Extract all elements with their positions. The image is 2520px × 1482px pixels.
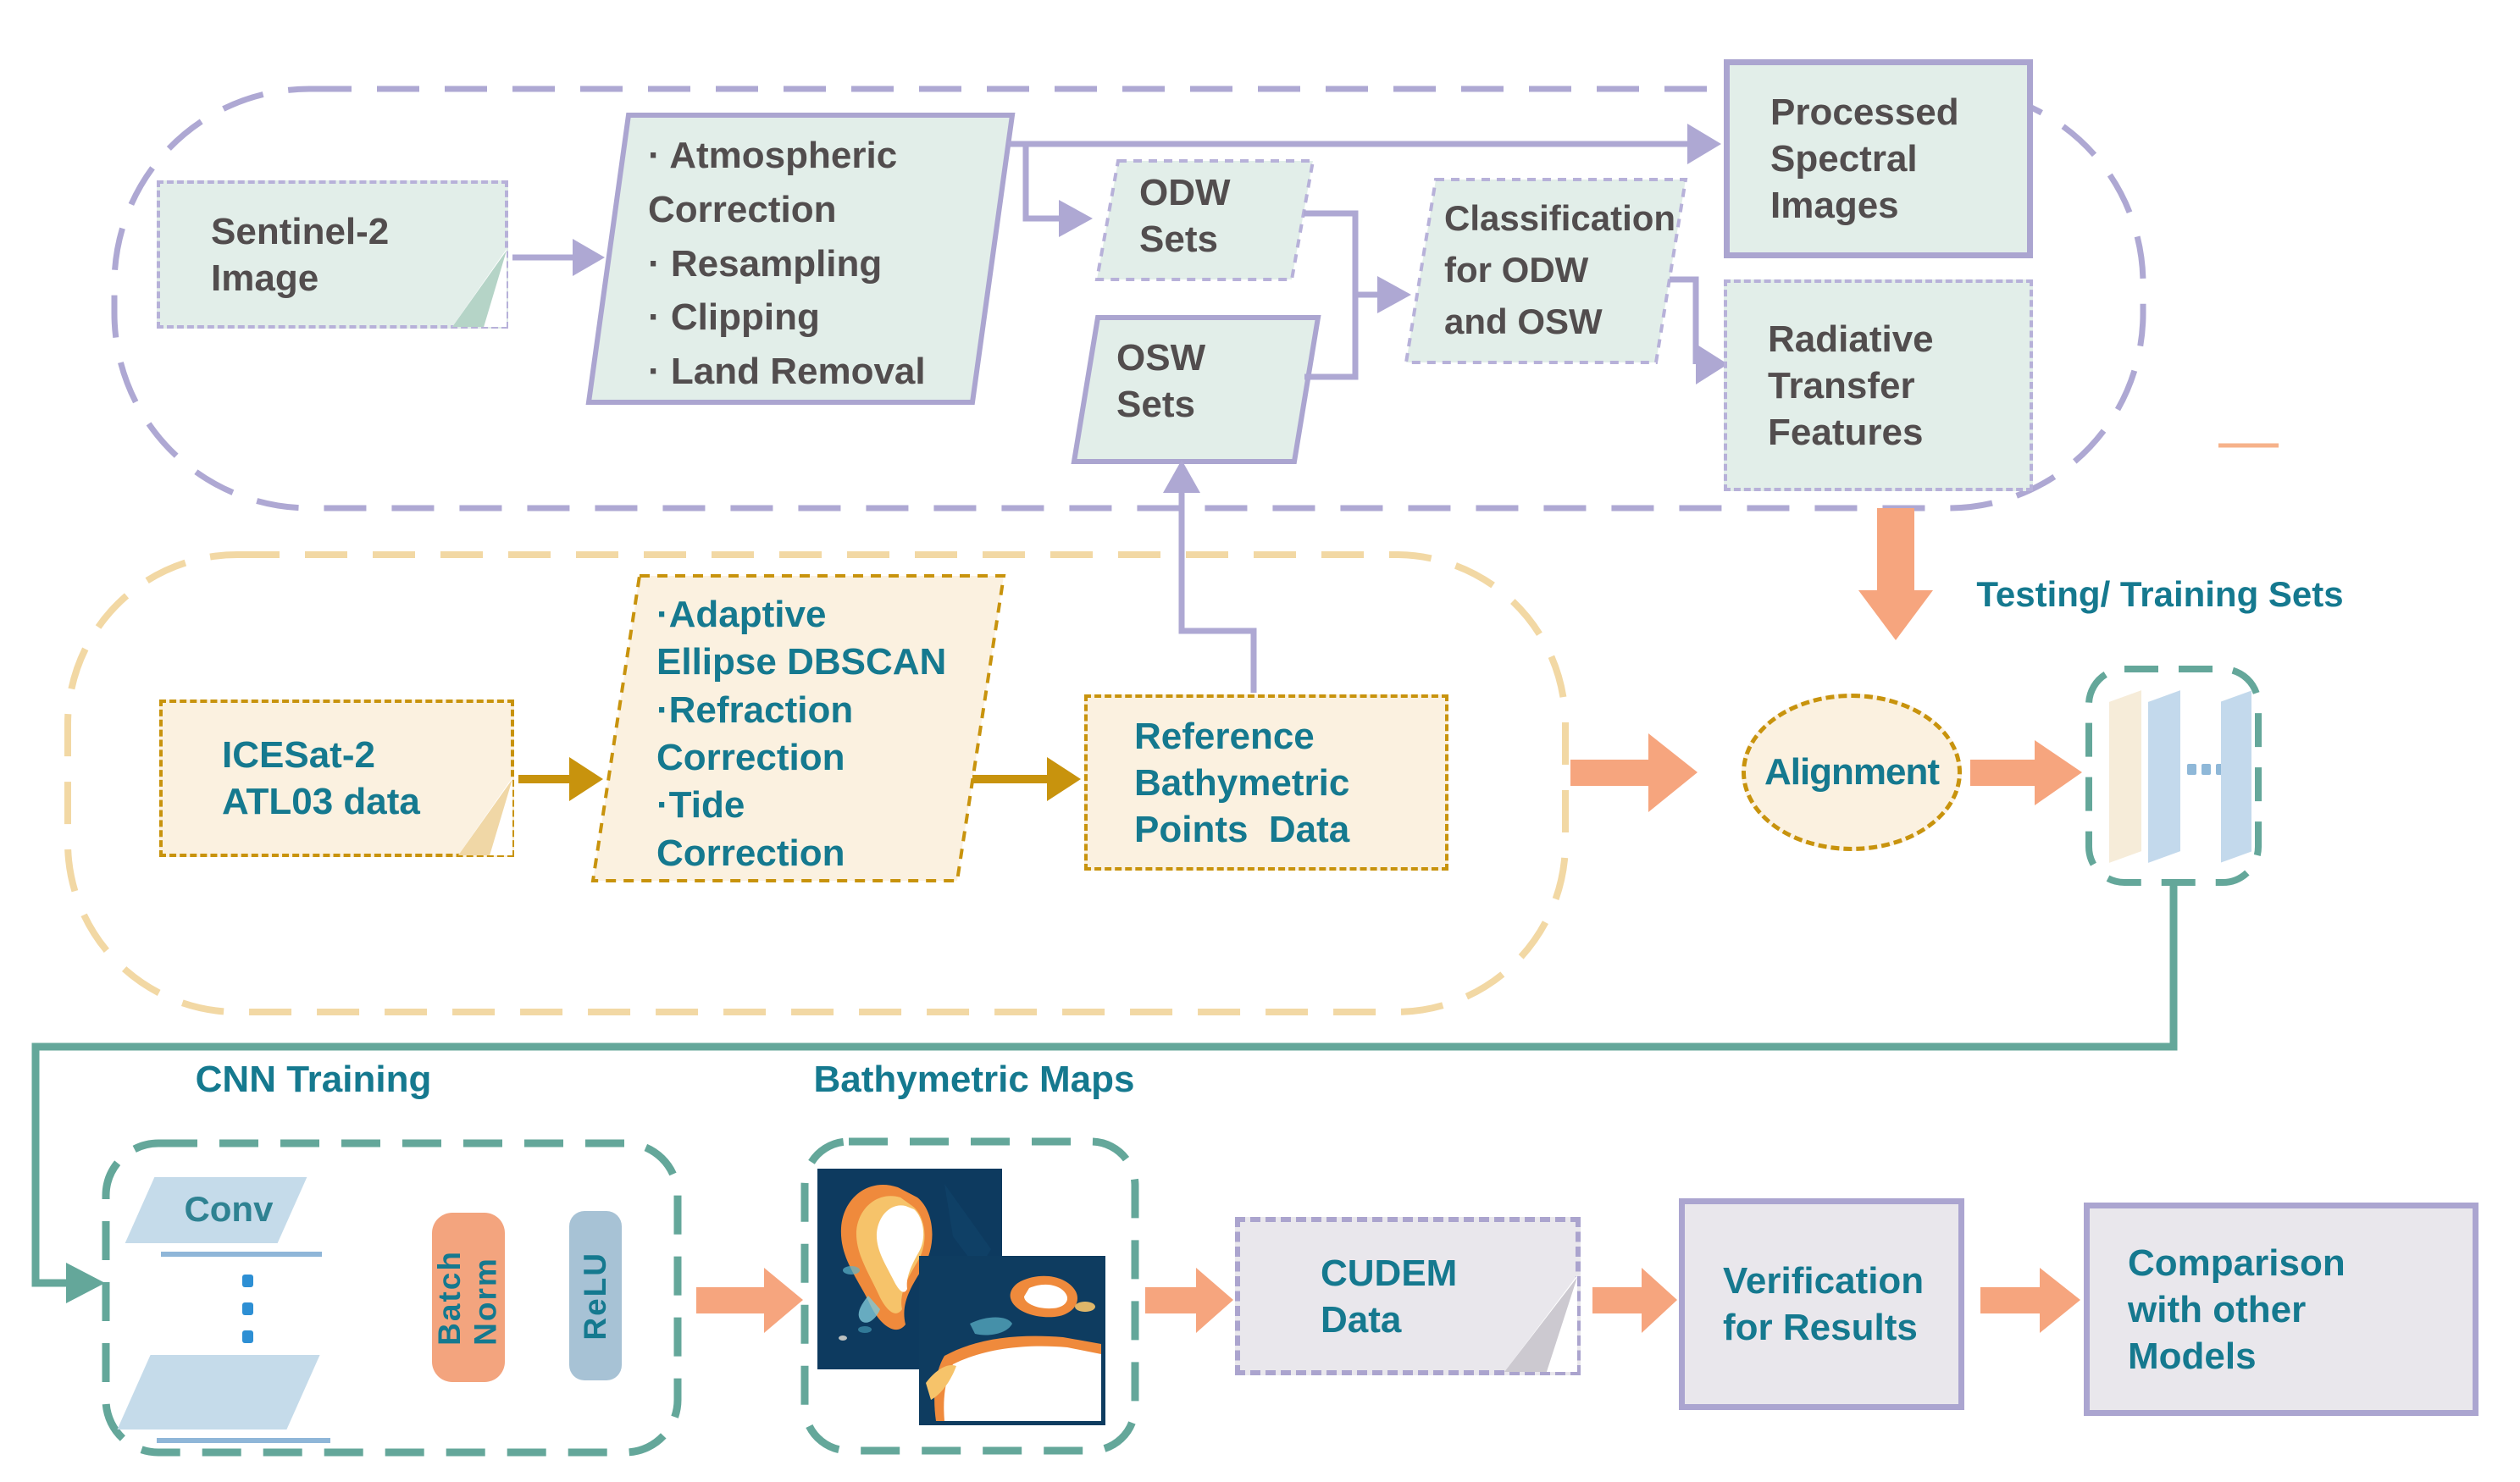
odw-line: ODW [1139,172,1231,213]
preprocessing-node [585,113,1016,405]
verification-line: Verification [1723,1260,1925,1302]
plane-underline [161,1252,322,1257]
reference-points-box: Reference Bathymetric Points Data [1084,694,1448,871]
radiative-line: Radiative [1768,318,1934,360]
icesat-pipeline-container [64,551,1569,1015]
comparison-line: Models [2128,1335,2257,1377]
point-processing-line: Correction [656,832,845,874]
odw-sets-text: ODW Sets [1139,169,1231,263]
gold-arrowheads [569,757,1081,801]
sentinel-line: Sentinel-2 [211,210,390,252]
horizontal-ellipsis-icon [2202,764,2211,775]
reference-line: Points Data [1134,808,1350,850]
point-processing-text: ·Adaptive Ellipse DBSCAN ·Refraction Cor… [656,591,946,877]
point-processing-node [590,574,1006,882]
reference-line: Bathymetric [1134,761,1350,804]
verification-box: Verification for Results [1679,1198,1964,1410]
sentinel-image-box: Sentinel-2 Image [157,180,508,329]
teal-connector [31,882,2178,1287]
osw-line: Sets [1116,384,1195,425]
processed-line: Spectral [1770,138,1918,180]
layer-plane-icon [2109,690,2141,863]
document-fold-icon [458,777,512,855]
classification-node [1404,178,1688,364]
icesat-line: ICESat-2 [222,734,375,776]
processed-spectral-images-box: Processed Spectral Images [1724,59,2033,258]
cudem-line: CUDEM [1321,1252,1458,1294]
classification-line: Classification [1444,198,1676,238]
bathymetric-map-image-2 [919,1256,1105,1425]
odw-sets-node [1094,159,1315,281]
reference-line: Reference [1134,715,1315,757]
purple-arrowheads [573,124,1728,493]
purple-connectors [512,141,1699,693]
classification-line: for ODW [1444,249,1589,290]
layer-plane-icon [2148,690,2180,863]
preprocessing-line: · Resampling [648,242,883,285]
horizontal-ellipsis-icon [2187,764,2196,775]
osw-sets-node [1071,315,1321,464]
radiative-transfer-features-box: Radiative Transfer Features [1724,279,2033,491]
preprocessing-text: · Atmospheric Correction · Resampling · … [648,129,1004,399]
radiative-line: Transfer [1768,364,1915,406]
processed-line: Processed [1770,91,1959,133]
preprocessing-line: Correction [648,188,837,230]
point-processing-line: ·Refraction [656,688,854,731]
point-processing-line: ·Adaptive [656,594,827,635]
point-processing-line: Correction [656,736,845,778]
conv-layer-plane: Conv [125,1177,307,1243]
batch-norm-line: Norm [468,1256,503,1346]
classification-text: Classification for ODW and OSW [1444,193,1675,348]
preprocessing-line: · Atmospheric [648,135,898,176]
document-fold-icon [452,249,507,327]
osw-line: OSW [1116,337,1206,379]
point-processing-line: ·Tide [656,784,745,827]
processed-line: Images [1770,185,1899,226]
icesat-line: ATL03 data [222,781,420,822]
salmon-arrows [696,508,2082,1333]
relu-block: ReLU [569,1211,622,1380]
sentinel-line: Image [211,257,319,299]
document-fold-icon [1504,1275,1577,1372]
alignment-ellipse: Alignment [1742,694,1962,851]
radiative-line: Features [1768,411,1924,453]
batch-norm-line: Batch [432,1249,468,1346]
verification-line: for Results [1723,1307,1918,1348]
preprocessing-line: · Clipping [648,296,820,339]
vertical-ellipsis-icon [242,1330,253,1343]
comparison-line: with other [2128,1288,2307,1330]
relu-label: ReLU [577,1251,612,1341]
batch-norm-block: Batch Norm [432,1213,505,1382]
comparison-box: Comparison with other Models [2084,1203,2478,1416]
odw-line: Sets [1139,218,1218,260]
cnn-training-label: CNN Training [195,1059,432,1100]
conv-label: Conv [184,1189,274,1229]
sentinel-pipeline-container [111,86,2146,512]
teal-arrowhead [66,1263,105,1303]
cudem-data-box: CUDEM Data [1235,1217,1581,1375]
conv-layer-plane [117,1355,320,1429]
vertical-ellipsis-icon [242,1275,253,1287]
layer-plane-icon [2221,690,2251,863]
osw-sets-text: OSW Sets [1116,335,1205,428]
cudem-line: Data [1321,1298,1402,1341]
horizontal-ellipsis-icon [2216,764,2225,775]
testing-training-label: Testing/ Training Sets [1976,574,2344,614]
comparison-line: Comparison [2128,1241,2346,1284]
icesat-data-box: ICESat-2 ATL03 data [159,700,514,857]
bathymetric-maps-label: Bathymetric Maps [813,1059,1135,1100]
classification-line: and OSW [1444,301,1603,341]
cnn-container [102,1139,682,1457]
vertical-ellipsis-icon [242,1302,253,1315]
alignment-label: Alignment [1764,751,1940,793]
point-processing-line: Ellipse DBSCAN [656,641,947,683]
plane-underline [157,1438,330,1443]
preprocessing-line: · Land Removal [648,351,926,393]
